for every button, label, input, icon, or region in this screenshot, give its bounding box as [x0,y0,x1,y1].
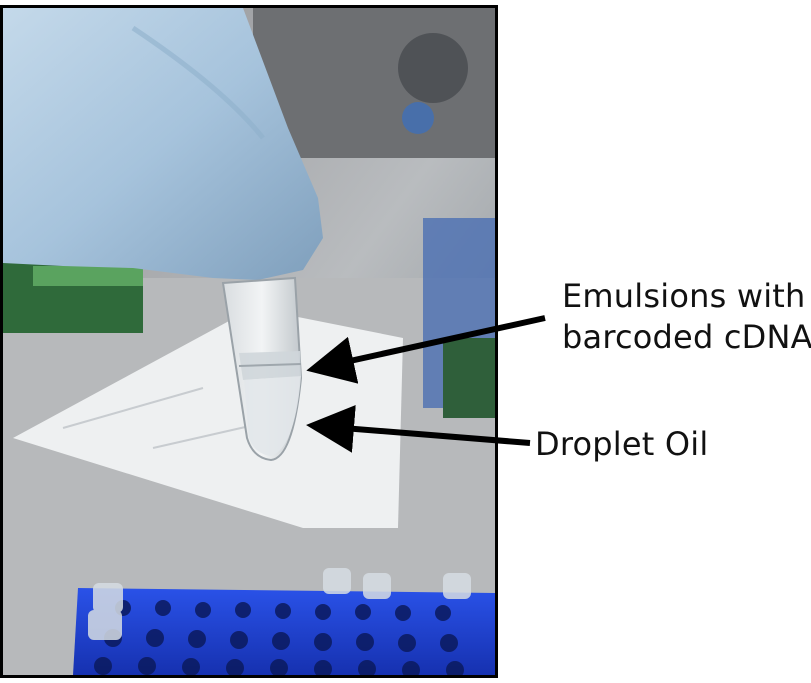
paper-sheet [13,308,403,528]
emulsion-label-line2: barcoded cDNA [562,318,811,356]
emulsion-label: Emulsions with barcoded cDNA [562,276,811,358]
gloved-hand [3,8,323,280]
oil-label: Droplet Oil [535,425,709,463]
oil-layer [244,376,301,456]
emulsion-label-line1: Emulsions with [562,277,806,315]
lab-photo [0,5,498,678]
photo-illustration [3,8,495,675]
tube-rack [73,588,495,675]
